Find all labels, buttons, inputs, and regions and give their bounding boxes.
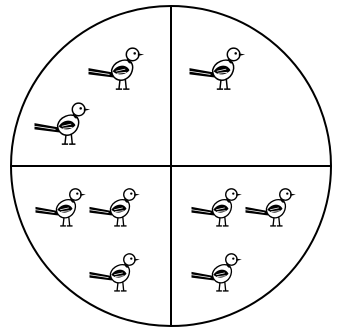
figure-canvas [0, 0, 343, 332]
divided-circle-diagram [0, 0, 343, 332]
